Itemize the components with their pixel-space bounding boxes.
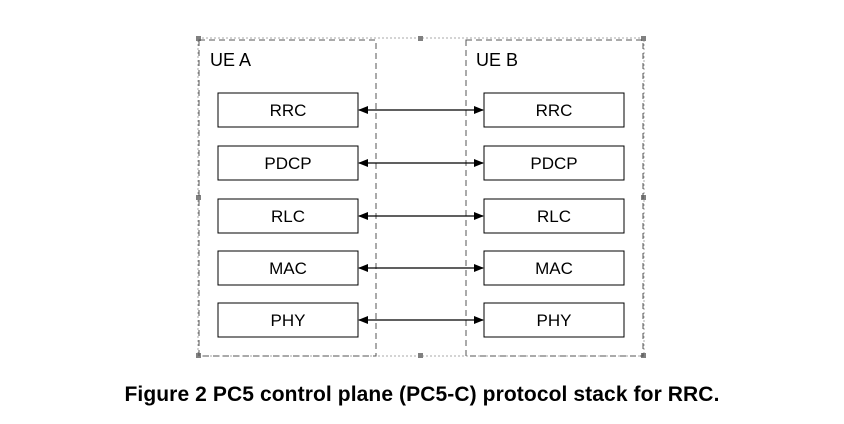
entity-ue-b: UE B xyxy=(465,39,644,357)
layer-rrc-a-label: RRC xyxy=(270,101,307,120)
layer-rlc-b: RLC xyxy=(483,198,625,234)
layer-pdcp-a-label: PDCP xyxy=(264,154,311,173)
layer-phy-a: PHY xyxy=(217,302,359,338)
layer-mac-b: MAC xyxy=(483,250,625,286)
entity-ue-b-label: UE B xyxy=(476,50,518,70)
entity-ue-a-label: UE A xyxy=(210,50,251,70)
entity-ue-b-border xyxy=(465,39,644,357)
layer-pdcp-b-label: PDCP xyxy=(530,154,577,173)
layer-pdcp-a: PDCP xyxy=(217,145,359,181)
layer-phy-b-label: PHY xyxy=(537,311,572,330)
layer-rrc-b-label: RRC xyxy=(536,101,573,120)
layer-phy-b: PHY xyxy=(483,302,625,338)
entity-ue-a-border xyxy=(198,39,377,357)
layer-mac-a: MAC xyxy=(217,250,359,286)
layer-mac-a-label: MAC xyxy=(269,259,307,278)
layer-rlc-a-label: RLC xyxy=(271,207,305,226)
layer-mac-b-label: MAC xyxy=(535,259,573,278)
layer-pdcp-b: PDCP xyxy=(483,145,625,181)
layer-rlc-b-label: RLC xyxy=(537,207,571,226)
layer-rrc-a: RRC xyxy=(217,92,359,128)
entity-ue-a: UE A xyxy=(198,39,377,357)
layer-rrc-b: RRC xyxy=(483,92,625,128)
layer-phy-a-label: PHY xyxy=(271,311,306,330)
figure-caption: Figure 2 PC5 control plane (PC5-C) proto… xyxy=(124,383,720,406)
layer-rlc-a: RLC xyxy=(217,198,359,234)
